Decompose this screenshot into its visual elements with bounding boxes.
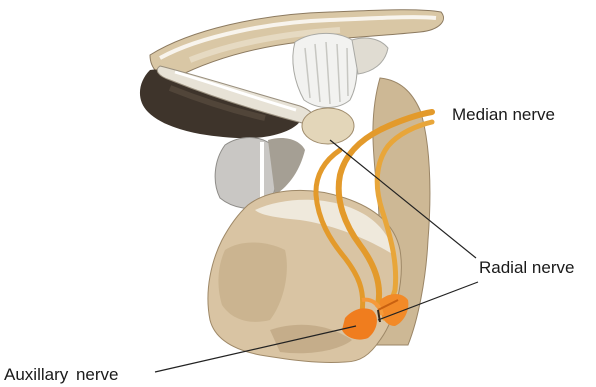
coracoid-process [302,108,354,144]
radial-nerve-label: Radial nerve [479,259,574,276]
auxillary-nerve-label: Auxillary nerve [4,366,119,383]
median-nerve-label: Median nerve [452,106,555,123]
